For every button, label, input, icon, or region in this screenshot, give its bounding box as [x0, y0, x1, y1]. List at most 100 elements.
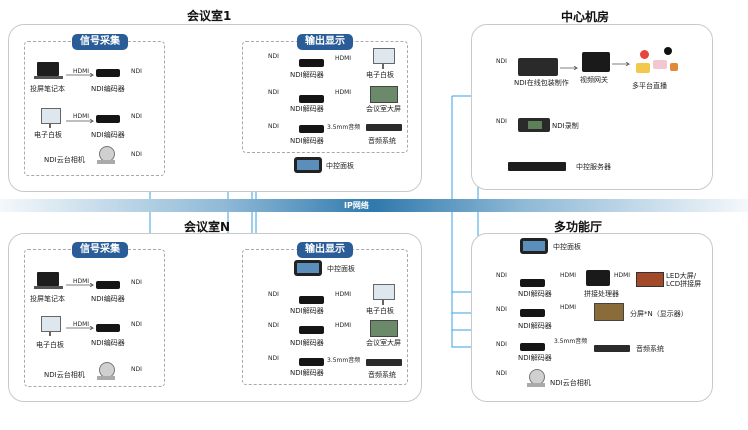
- multi-decoder-1-label: NDI解码器: [518, 290, 552, 298]
- room1-decoder-2: [299, 95, 324, 103]
- monitor-icon: [594, 303, 624, 321]
- platform-logo-5-icon: [670, 63, 678, 71]
- roomN-panel-label: 中控面板: [327, 265, 355, 273]
- center-live-label: 多平台直播: [632, 82, 667, 90]
- audio-system-icon: [594, 345, 630, 352]
- multi-dev-3: 音频系统: [636, 345, 664, 353]
- arrow-right-icon: [66, 283, 95, 287]
- roomN-title: 会议室N: [184, 220, 231, 234]
- ptz-camera-base-icon: [97, 160, 115, 164]
- roomN-out-ndi-3: NDI: [268, 355, 279, 362]
- center-title: 中心机房: [561, 10, 610, 24]
- multi-dev-2: 分屏*N（显示器）: [630, 310, 688, 318]
- roomN-wb-label: 电子白板: [36, 341, 64, 349]
- multi-ndi-4: NDI: [496, 370, 507, 377]
- room1-out-link-3: 3.5mm音频: [327, 124, 361, 131]
- arrow-right-icon: [612, 62, 631, 66]
- arrow-right-icon: [66, 326, 95, 330]
- roomN-decoder-2: [299, 326, 324, 334]
- large-display-icon: [370, 320, 398, 337]
- room1-out-dev-2: 会议室大屏: [366, 105, 401, 113]
- whiteboard-icon: [41, 108, 61, 124]
- room1-output-badge: 输出显示: [297, 34, 353, 50]
- room1-out-ndi-1: NDI: [268, 53, 279, 60]
- room1-panel-label: 中控面板: [326, 162, 354, 170]
- arrow-right-icon: [66, 119, 95, 123]
- room1-title: 会议室1: [187, 9, 232, 23]
- roomN-cam-label: NDI云台相机: [44, 371, 85, 379]
- room1-capture-badge: 信号采集: [72, 34, 128, 50]
- audio-system-icon: [366, 124, 402, 131]
- roomN-out-dev-2: 会议室大屏: [366, 339, 401, 347]
- room1-out-link-1: HDMI: [335, 55, 352, 62]
- center-rec-label: NDI录制: [552, 122, 579, 130]
- room1-out-dev-1: 电子白板: [366, 71, 394, 79]
- room1-encoder-1: [96, 69, 120, 77]
- center-ndi-2: NDI: [496, 118, 507, 125]
- large-display-icon: [370, 86, 398, 103]
- room1-ndi-3: NDI: [131, 151, 142, 158]
- whiteboard-icon: [41, 316, 61, 332]
- whiteboard-stand-icon: [382, 63, 384, 69]
- room1-frame: [8, 24, 422, 192]
- roomN-encoder-2: [96, 324, 120, 332]
- roomN-capture-badge: 信号采集: [72, 242, 128, 258]
- room1-out-link-2: HDMI: [335, 89, 352, 96]
- center-server-label: 中控服务器: [576, 163, 611, 171]
- roomN-out-dev-1: 电子白板: [366, 307, 394, 315]
- room1-out-ndi-3: NDI: [268, 123, 279, 130]
- roomN-frame: [8, 233, 422, 402]
- roomN-encoder-2-label: NDI编码器: [91, 339, 125, 347]
- multi-link-1b: HDMI: [614, 272, 631, 279]
- roomN-decoder-2-label: NDI解码器: [290, 339, 324, 347]
- control-panel-screen-icon: [523, 241, 545, 251]
- laptop-base-icon: [34, 76, 63, 79]
- arrow-right-icon: [560, 66, 579, 70]
- center-gateway-label: 视频网关: [580, 76, 608, 84]
- roomN-wb-link: HDMI: [73, 321, 90, 328]
- multi-link-2: HDMI: [560, 304, 577, 311]
- audio-system-icon: [366, 359, 402, 366]
- multi-cam-label: NDI云台相机: [550, 379, 591, 387]
- platform-logo-1-icon: [640, 50, 649, 59]
- room1-cam-label: NDI云台相机: [44, 156, 85, 164]
- room1-wb-label: 电子白板: [34, 131, 62, 139]
- roomN-laptop-link: HDMI: [73, 278, 90, 285]
- roomN-out-ndi-1: NDI: [268, 291, 279, 298]
- whiteboard-icon: [373, 284, 395, 300]
- multi-panel-label: 中控面板: [553, 243, 581, 251]
- room1-out-ndi-2: NDI: [268, 89, 279, 96]
- center-prod-label: NDI在线包装制作: [514, 79, 569, 87]
- roomN-out-link-1: HDMI: [335, 291, 352, 298]
- room1-wb-link: HDMI: [73, 113, 90, 120]
- control-panel-screen-icon: [297, 160, 319, 170]
- room1-decoder-1-label: NDI解码器: [290, 71, 324, 79]
- ptz-camera-base-icon: [527, 383, 545, 387]
- roomN-decoder-1-label: NDI解码器: [290, 307, 324, 315]
- multi-decoder-3: [520, 343, 545, 351]
- production-switcher-icon: [518, 58, 558, 76]
- video-gateway-icon: [582, 52, 610, 72]
- room1-decoder-1: [299, 59, 324, 67]
- roomN-out-link-2: HDMI: [335, 322, 352, 329]
- room1-decoder-3-label: NDI解码器: [290, 137, 324, 145]
- multi-decoder-1: [520, 279, 545, 287]
- led-wall-icon: [636, 272, 664, 287]
- platform-logo-2-icon: [664, 47, 672, 55]
- whiteboard-icon: [373, 48, 395, 64]
- control-server-icon: [508, 162, 566, 171]
- platform-logo-4-icon: [653, 60, 667, 69]
- whiteboard-stand-icon: [49, 123, 51, 128]
- multi-link-1a: HDMI: [560, 272, 577, 279]
- room1-decoder-2-label: NDI解码器: [290, 105, 324, 113]
- roomN-decoder-1: [299, 296, 324, 304]
- roomN-out-ndi-2: NDI: [268, 322, 279, 329]
- room1-ndi-1: NDI: [131, 68, 142, 75]
- ip-network-label: IP网络: [344, 201, 369, 210]
- arrow-right-icon: [66, 73, 95, 77]
- multi-ndi-3: NDI: [496, 341, 507, 348]
- center-ndi-1: NDI: [496, 58, 507, 65]
- whiteboard-stand-icon: [49, 331, 51, 336]
- recorder-screen-icon: [528, 121, 542, 129]
- multi-decoder-2: [520, 309, 545, 317]
